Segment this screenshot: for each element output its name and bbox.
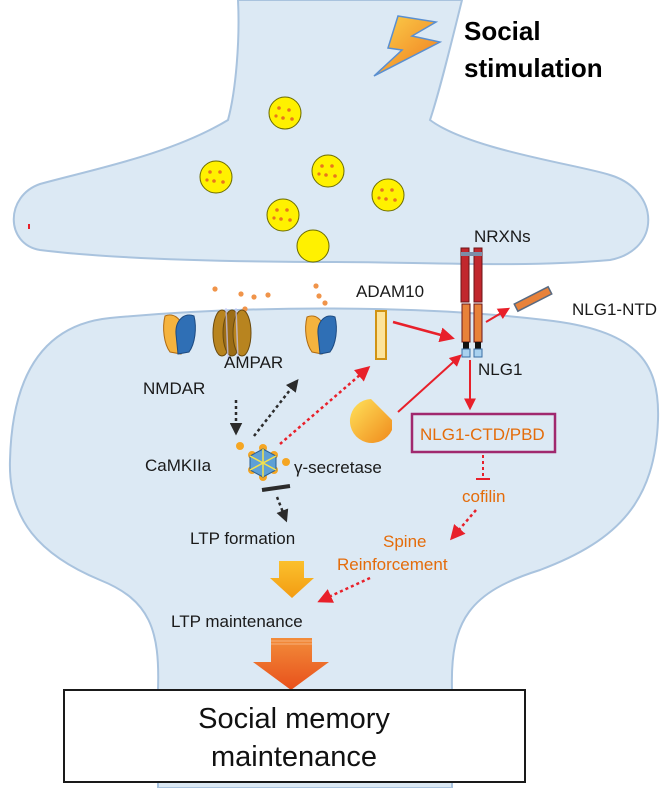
nmdar-label: NMDAR: [143, 379, 205, 398]
nlg1-ctd-pbd-label: NLG1-CTD/PBD: [420, 425, 545, 444]
inhibit-ctd-to-cofilin: [476, 455, 490, 480]
social-stimulation-line2: stimulation: [464, 53, 603, 83]
neurotransmitter-dots: [212, 283, 328, 312]
arrow-ltp-formation-to-maintenance: [270, 561, 314, 598]
nlg1-protein: [461, 303, 483, 358]
ltp-formation-label: LTP formation: [190, 529, 295, 548]
receptor-right-icon: [305, 315, 337, 355]
camkiia-complex-icon: [236, 442, 290, 481]
nrxns-protein: [460, 247, 483, 303]
gamma-secretase-enzyme-icon: [349, 399, 392, 443]
social-memory-line1: Social memory: [198, 703, 390, 735]
vesicle: [266, 198, 300, 232]
presynaptic-terminal: [12, 0, 650, 266]
social-memory-line2: maintenance: [211, 741, 377, 773]
nlg1-ctd-pbd-box: [410, 412, 557, 454]
vesicle: [371, 178, 405, 212]
vesicle: [311, 154, 345, 188]
vesicle: [199, 160, 233, 194]
nlg1-label: NLG1: [478, 360, 522, 379]
nlg1-ntd-label: NLG1-NTD: [572, 300, 657, 319]
reinforcement-label: Reinforcement: [337, 555, 448, 574]
inhibit-bar: [261, 484, 291, 492]
nrxns-label: NRXNs: [474, 227, 531, 246]
social-stimulation-line1: Social: [464, 16, 541, 46]
arrow-adam10-to-nlg1: [392, 320, 455, 343]
arrow-gamma-secretase-to-nlg1: [397, 354, 462, 413]
camkiia-label: CaMKIIa: [145, 456, 212, 475]
arrow-camkiia-to-receptor: [279, 366, 371, 445]
lightning-bolt-icon: [373, 15, 443, 77]
social-memory-box: [63, 689, 526, 783]
arrow-nlg1-to-ntd: [485, 307, 511, 323]
synaptic-vesicles: [199, 96, 405, 263]
nlg1-ntd-fragment: [513, 285, 553, 313]
gamma-secretase-label: γ-secretase: [294, 458, 382, 477]
arrow-to-social-memory: [253, 638, 329, 690]
nmdar-receptor-icon: [163, 314, 196, 355]
vesicle: [268, 96, 302, 130]
ampar-label: AMPAR: [224, 353, 283, 372]
spine-label: Spine: [383, 532, 426, 551]
adam10-label: ADAM10: [356, 282, 424, 301]
ampar-channel-icon: [212, 307, 252, 361]
vesicle-empty: [296, 229, 330, 263]
ltp-maintenance-label: LTP maintenance: [171, 612, 303, 631]
cofilin-label: cofilin: [462, 487, 505, 506]
postsynaptic-spine: [8, 307, 660, 789]
adam10-protein: [375, 310, 387, 360]
arrow-to-ltp-formation: [275, 496, 289, 523]
arrow-cofilin-to-spine: [450, 509, 477, 541]
small-red-mark: [28, 224, 30, 229]
